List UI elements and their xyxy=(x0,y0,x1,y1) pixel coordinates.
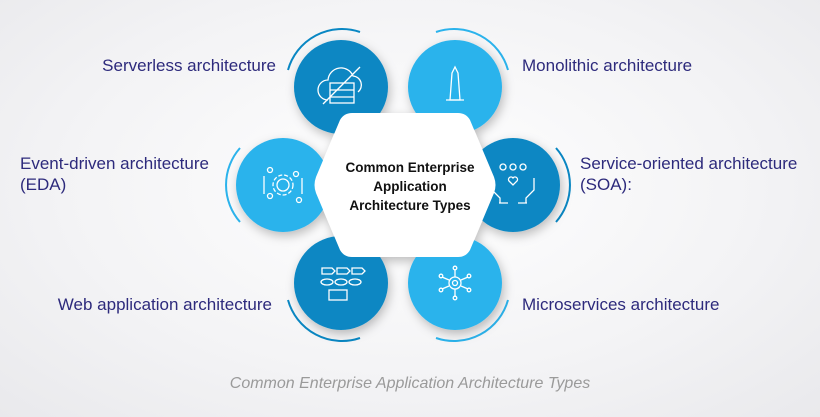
label-eda: Event-driven architecture (EDA) xyxy=(20,153,209,195)
center-title-line: Application xyxy=(373,179,447,194)
center-title-line: Common Enterprise xyxy=(345,160,475,175)
circle-web xyxy=(294,236,388,330)
caption: Common Enterprise Application Architectu… xyxy=(229,375,591,392)
arc-serverless xyxy=(287,28,361,71)
arc-micro xyxy=(435,299,509,342)
gear-network-icon xyxy=(438,265,472,301)
label-soa: Service-oriented architecture (SOA): xyxy=(580,153,797,195)
circle-serverless xyxy=(294,40,388,134)
arc-soa xyxy=(555,147,571,223)
label-line: Service-oriented architecture xyxy=(580,154,798,173)
arc-monolithic xyxy=(435,28,509,71)
label-serverless: Serverless architecture xyxy=(102,56,276,75)
flowchart-icon xyxy=(320,267,366,301)
server-cloud-icon xyxy=(317,66,362,105)
label-microservices: Microservices architecture xyxy=(522,295,720,314)
label-web: Web application architecture xyxy=(57,295,272,314)
hands-people-icon xyxy=(491,163,535,204)
label-line: (EDA) xyxy=(20,175,67,194)
label-line: (SOA): xyxy=(580,175,632,194)
label-monolithic: Monolithic architecture xyxy=(522,56,693,75)
center-title: Common Enterprise Application Architectu… xyxy=(325,158,495,215)
gear-events-icon xyxy=(263,166,303,204)
center-hexagon xyxy=(314,113,496,257)
circle-micro xyxy=(408,236,502,330)
circle-eda xyxy=(236,138,330,232)
monolith-icon xyxy=(446,65,464,101)
arc-eda xyxy=(225,147,241,223)
circle-monolithic xyxy=(408,40,502,134)
arc-web xyxy=(287,299,361,342)
center-title-line: Architecture Types xyxy=(349,198,471,213)
label-line: Event-driven architecture xyxy=(20,154,209,173)
